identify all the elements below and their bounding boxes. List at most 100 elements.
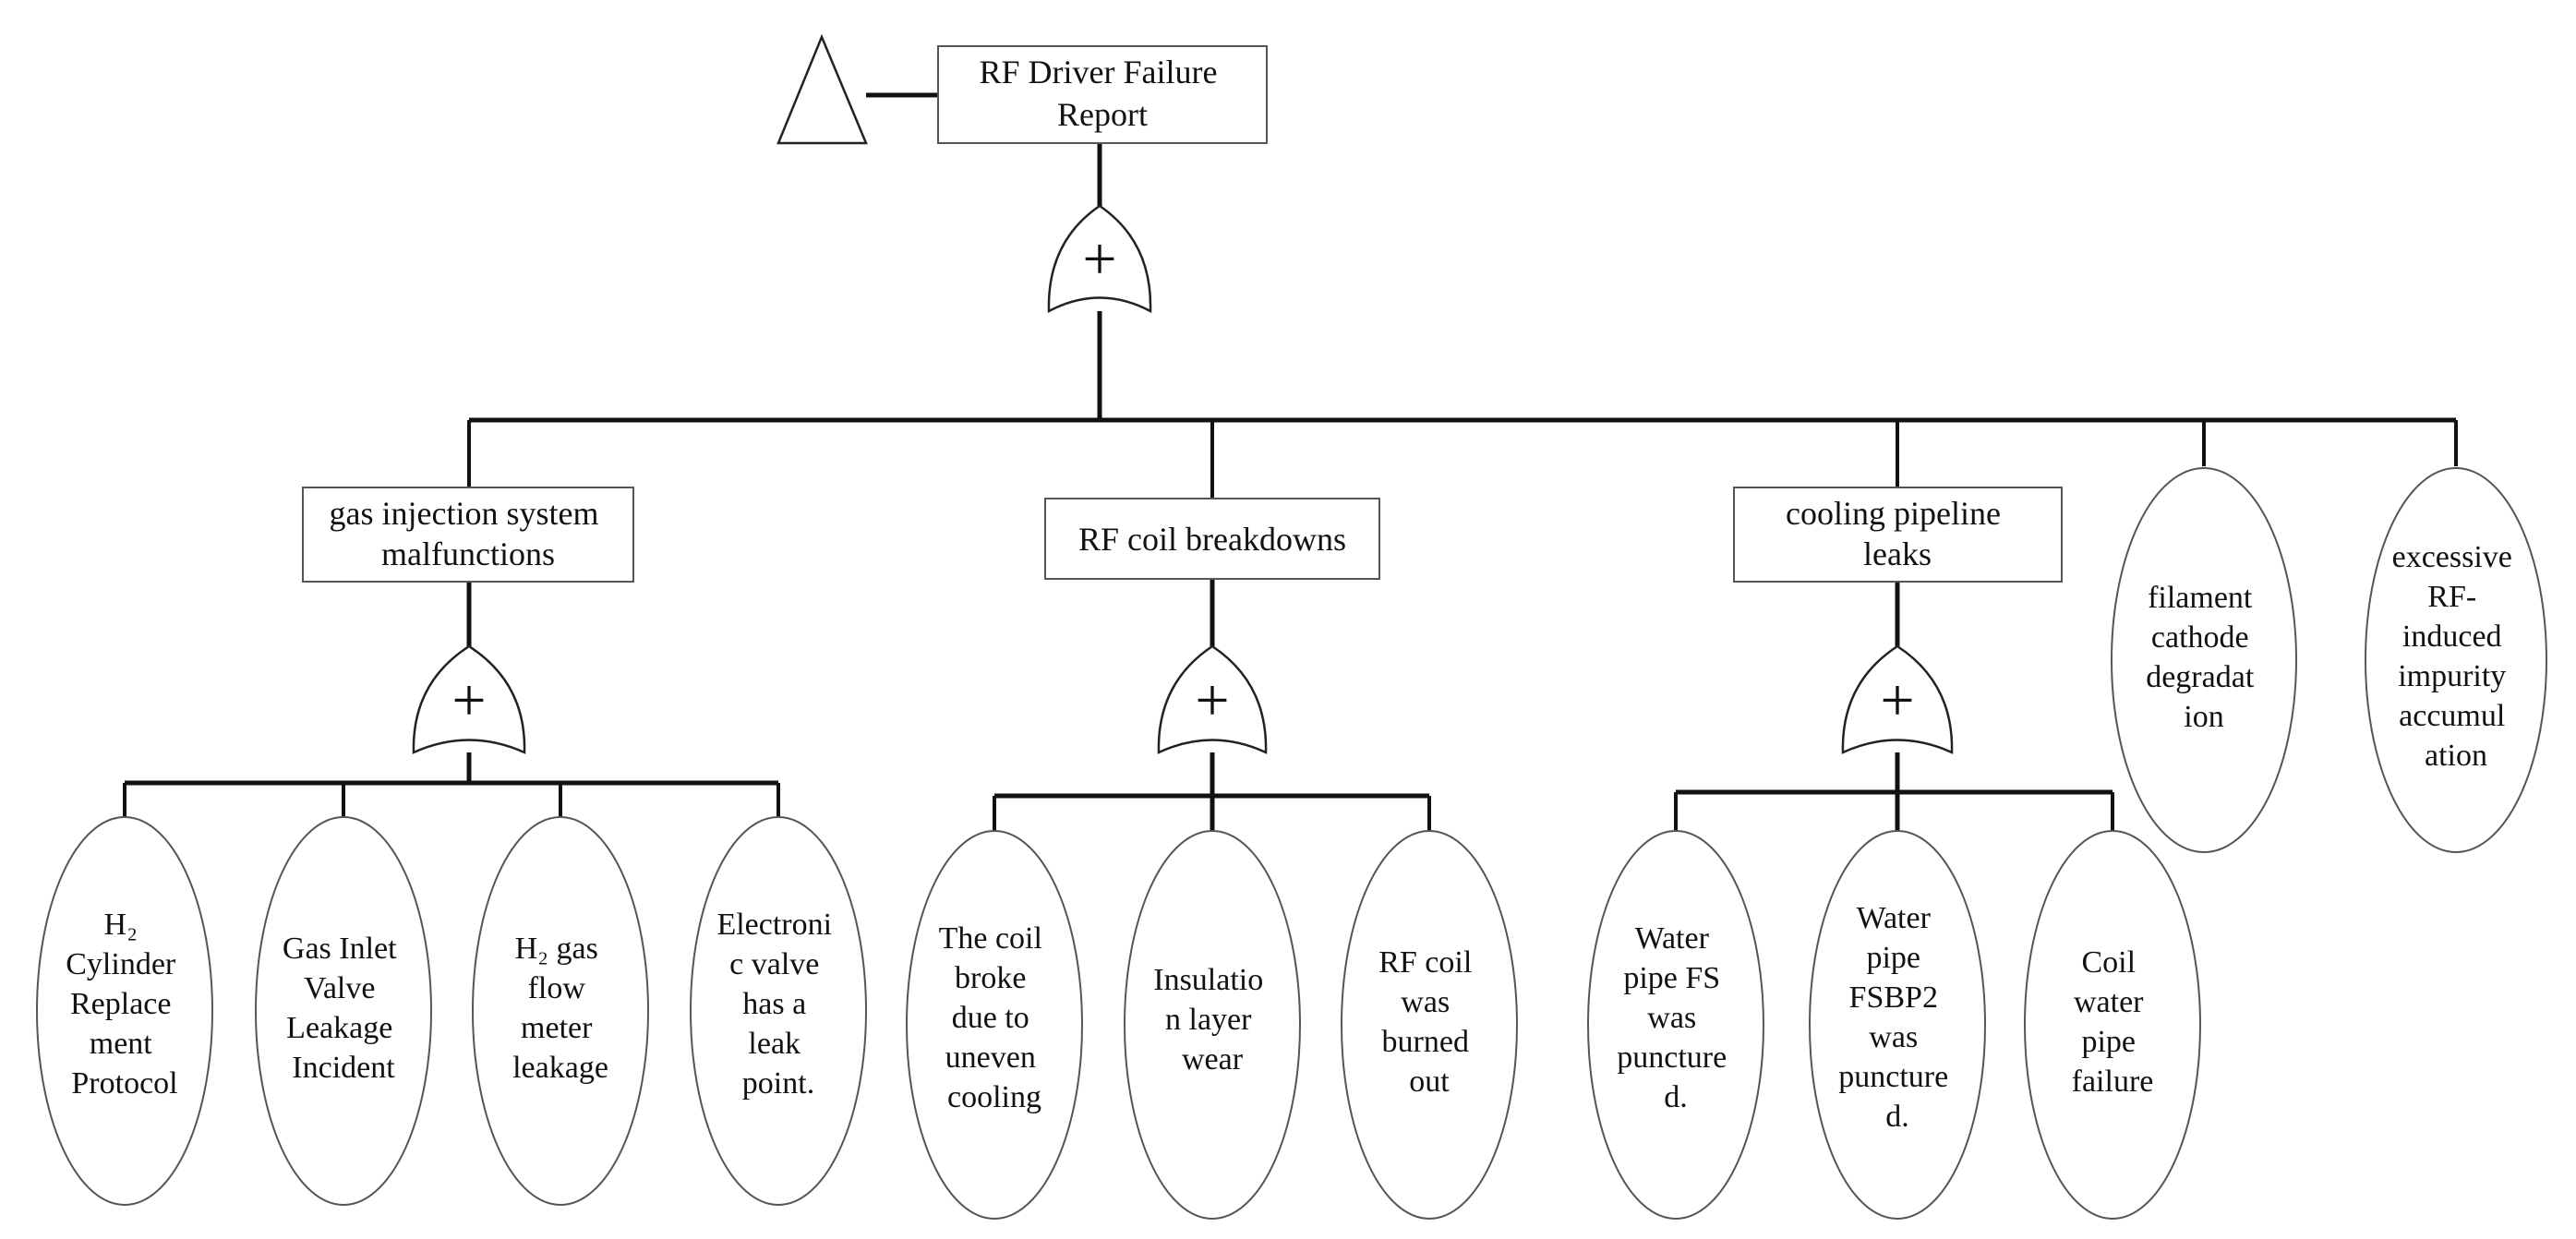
or-gate-symbol: + <box>1195 667 1229 734</box>
or-gate-top: + <box>1047 204 1152 314</box>
transfer-triangle <box>776 33 868 145</box>
basic-event-label: induced <box>2402 620 2502 654</box>
svg-text:Insulatio n layer: Insulatio n layer wear <box>1153 963 1270 1077</box>
svg-text:Gas Inlet Valve Le: Gas Inlet Valve Leakage Incident <box>283 932 404 1085</box>
intermediate-event-cooling: cooling pipeline leaks <box>1733 487 2063 583</box>
basic-event-label: has a <box>742 987 806 1021</box>
basic-event-water-pipe-fs: Water pipe FS was puncture d. <box>1587 830 1764 1220</box>
basic-event-label: d. <box>1885 1100 1909 1134</box>
svg-text:H₂ gas flow meter: H₂ gas flow meter leakage <box>512 932 608 1085</box>
basic-event-label: Insulatio <box>1153 963 1263 997</box>
basic-event-label: accumul <box>2399 699 2505 733</box>
basic-event-label: cathode <box>2151 620 2249 655</box>
basic-event-label: ion <box>2184 700 2223 734</box>
basic-event-filament-cathode: filament cathode degradat ion <box>2111 467 2297 853</box>
basic-event-label: The coil <box>939 921 1042 956</box>
basic-event-electronic-valve: Electroni c valve has a leak point. <box>690 816 867 1206</box>
basic-event-label: was <box>1401 985 1450 1019</box>
basic-event-label: excessive <box>2392 540 2512 574</box>
basic-event-label: degradat <box>2146 660 2255 694</box>
svg-text:H₂ Cylinder Replac: H₂ Cylinder Replace ment Protocol <box>66 908 183 1101</box>
basic-event-label: ment <box>90 1027 153 1061</box>
basic-event-water-pipe-fsbp2: Water pipe FSBP2 was puncture d. <box>1809 830 1986 1220</box>
svg-text:excessive RF- indu: excessive RF- induced impurity accumul a… <box>2392 540 2521 773</box>
basic-event-label: Electroni <box>716 908 832 942</box>
intermediate-event-label: RF coil breakdowns <box>1078 521 1346 558</box>
or-gate-coil: + <box>1157 644 1268 754</box>
basic-event-label: RF- <box>2427 580 2476 614</box>
intermediate-event-label: cooling pipeline <box>1786 495 2001 532</box>
svg-text:Coil water pipe: Coil water pipe failure <box>2072 945 2154 1099</box>
basic-event-label: was <box>1869 1020 1918 1054</box>
basic-event-label: broke <box>955 961 1026 995</box>
basic-event-label: Gas Inlet <box>283 932 397 966</box>
basic-event-coil-burned-out: RF coil was burned out <box>1341 830 1518 1220</box>
basic-event-label: pipe <box>2081 1025 2136 1059</box>
basic-event-h2-flow-meter: H₂ gas flow meter leakage <box>472 816 649 1206</box>
basic-event-label: point. <box>742 1066 814 1101</box>
basic-event-label: flow <box>528 971 586 1005</box>
basic-event-label: Water <box>1635 921 1710 956</box>
basic-event-label: pipe <box>1866 941 1920 975</box>
basic-event-label: Valve <box>304 971 375 1005</box>
basic-event-label: Coil <box>2081 945 2136 980</box>
basic-event-coil-water-pipe: Coil water pipe failure <box>2024 830 2201 1220</box>
basic-event-label: H₂ <box>104 908 138 942</box>
svg-text:The coil broke due: The coil broke due to uneven cooling <box>939 921 1051 1114</box>
basic-event-label: burned <box>1382 1025 1469 1059</box>
basic-event-label: Replace <box>70 987 172 1021</box>
svg-text:Electroni c valve: Electroni c valve has a leak point. <box>716 908 839 1101</box>
or-gate-cooling: + <box>1841 644 1954 754</box>
basic-event-label: out <box>1409 1065 1450 1099</box>
basic-event-label: H₂ gas <box>515 932 598 966</box>
svg-text:cooling pipeline leaks: cooling pipeline leaks <box>1786 495 2009 572</box>
intermediate-event-label: leaks <box>1863 535 1932 572</box>
top-event: RF Driver Failure Report <box>937 45 1268 144</box>
basic-event-label: d. <box>1664 1080 1688 1114</box>
basic-event-label: Protocol <box>71 1066 177 1101</box>
basic-event-label: meter <box>521 1011 593 1045</box>
top-event-line-1: RF Driver Failure <box>980 54 1218 90</box>
svg-text:RF coil breakdowns: RF coil breakdowns <box>1078 521 1346 558</box>
basic-event-rf-impurity: excessive RF- induced impurity accumul a… <box>2365 467 2547 853</box>
or-gate-symbol: + <box>1082 225 1116 293</box>
svg-text:Water pipe FSBP2: Water pipe FSBP2 was puncture d. <box>1838 901 1956 1134</box>
basic-event-label: filament <box>2148 581 2253 615</box>
svg-text:RF Driver Failure Report: RF Driver Failure Report <box>980 54 1226 133</box>
basic-event-label: wear <box>1182 1042 1244 1077</box>
basic-event-label: Cylinder <box>66 947 176 981</box>
basic-event-label: water <box>2074 985 2144 1019</box>
basic-event-label: impurity <box>2398 659 2506 693</box>
basic-event-label: failure <box>2072 1065 2154 1099</box>
svg-text:filament cathode d: filament cathode degradat ion <box>2146 581 2262 734</box>
basic-event-label: puncture <box>1838 1060 1948 1094</box>
basic-event-label: n layer <box>1165 1003 1252 1037</box>
basic-event-label: uneven <box>945 1041 1036 1075</box>
intermediate-event-gas: gas injection system malfunctions <box>302 487 634 583</box>
svg-text:RF coil was burned: RF coil was burned out <box>1378 945 1480 1099</box>
basic-event-label: due to <box>952 1001 1029 1035</box>
basic-event-label: was <box>1647 1001 1696 1035</box>
svg-text:Water pipe FS was: Water pipe FS was puncture d. <box>1617 921 1734 1114</box>
basic-event-gas-inlet-valve: Gas Inlet Valve Leakage Incident <box>255 816 432 1206</box>
basic-event-label: puncture <box>1617 1041 1727 1075</box>
or-gate-symbol: + <box>1880 667 1914 734</box>
basic-event-label: leakage <box>512 1051 608 1085</box>
basic-event-coil-uneven-cooling: The coil broke due to uneven cooling <box>906 830 1083 1220</box>
connector-lines <box>123 92 2458 831</box>
or-gate-symbol: + <box>451 667 486 734</box>
basic-event-label: c valve <box>729 947 819 981</box>
or-gate-gas: + <box>412 644 526 754</box>
basic-event-label: cooling <box>947 1080 1041 1114</box>
intermediate-event-label: malfunctions <box>381 535 555 572</box>
intermediate-event-coil: RF coil breakdowns <box>1044 498 1380 580</box>
intermediate-event-label: gas injection system <box>330 495 599 532</box>
basic-event-label: RF coil <box>1378 945 1472 980</box>
basic-event-label: FSBP2 <box>1849 980 1938 1015</box>
basic-event-label: Incident <box>292 1051 395 1085</box>
basic-event-h2-cylinder: H₂ Cylinder Replace ment Protocol <box>36 816 213 1206</box>
basic-event-label: Leakage <box>286 1011 392 1045</box>
top-event-line-2: Report <box>1057 96 1148 133</box>
basic-event-label: Water <box>1857 901 1932 935</box>
